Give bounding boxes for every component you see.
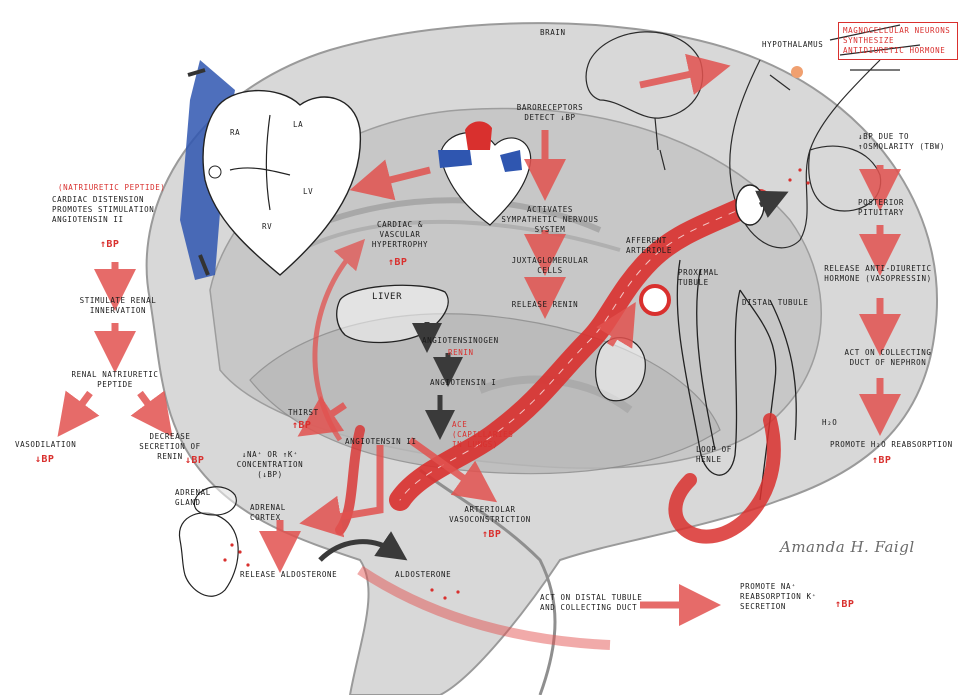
label-stimulate-renal: STIMULATE RENAL INNERVATION (58, 296, 178, 316)
label-hypothalamus: HYPOTHALAMUS (762, 40, 823, 50)
label-thirst-bp: ↑BP (292, 421, 311, 431)
label-distal: DISTAL TUBULE (742, 298, 822, 308)
hypothalamus-note-box: MAGNOCELLULAR NEURONS SYNTHESIZE ANTIDIU… (838, 22, 958, 60)
label-afferent: AFFERENT ARTERIOLE (626, 236, 686, 256)
label-bp-up-adh: ↑BP (872, 456, 891, 466)
label-anp-bp: ↑BP (100, 240, 119, 250)
label-activates-sns: ACTIVATES SYMPATHETIC NERVOUS SYSTEM (500, 205, 600, 235)
label-bp-drop-osmolarity: ↓BP DUE TO ↑OSMOLARITY (TBW) (858, 132, 948, 152)
label-arteriolar: ARTERIOLAR VASOCONSTRICTION (440, 505, 540, 525)
label-thirst: THIRST (288, 408, 319, 418)
heart-label-rv: RV (262, 222, 272, 232)
label-angiotensinogen: ANGIOTENSINOGEN (422, 336, 499, 346)
label-brain: BRAIN (540, 28, 566, 38)
label-vasodilation-bp: ↓BP (35, 455, 54, 465)
label-posterior-pituitary: POSTERIOR PITUITARY (858, 198, 938, 218)
label-liver: LIVER (372, 292, 402, 302)
label-angiotensin2: ANGIOTENSIN II (345, 437, 425, 447)
label-angiotensin1: ANGIOTENSIN I (430, 378, 497, 388)
label-anp-body: CARDIAC DISTENSION PROMOTES STIMULATION … (52, 195, 177, 225)
label-proximal: PROXIMAL TUBULE (678, 268, 738, 288)
label-arteriolar-bp: ↑BP (482, 530, 501, 540)
label-adrenal-cortex: ADRENAL CORTEX (250, 503, 310, 523)
label-anp-title: (NATRIURETIC PEPTIDE) (58, 183, 165, 193)
label-cardiac-vascular: CARDIAC & VASCULAR HYPERTROPHY (355, 220, 445, 250)
label-release-adh: RELEASE ANTI-DIURETIC HORMONE (VASOPRESS… (818, 264, 938, 284)
label-renal-natriuretic: RENAL NATRIURETIC PEPTIDE (60, 370, 170, 390)
label-juxtaglomerular: JUXTAGLOMERULAR CELLS (500, 256, 600, 276)
label-hypothalamus-note: MAGNOCELLULAR NEURONS SYNTHESIZE ANTIDIU… (843, 26, 953, 56)
label-vasodilation: VASODILATION (15, 440, 76, 450)
label-act-collecting: ACT ON COLLECTING DUCT OF NEPHRON (838, 348, 938, 368)
heart-label-la: LA (293, 120, 303, 130)
label-na-k: ↓Na⁺ OR ↑K⁺ CONCENTRATION (↓BP) (225, 450, 315, 480)
label-adrenal-gland: ADRENAL GLAND (175, 488, 235, 508)
label-act-distal: ACT ON DISTAL TUBULE AND COLLECTING DUCT (540, 593, 655, 613)
label-aldosterone: ALDOSTERONE (395, 570, 451, 580)
label-loop-henle: LOOP OF HENLE (696, 445, 746, 465)
label-promote-na: PROMOTE NA⁺ REABSORPTION K⁺ SECRETION (740, 582, 850, 612)
label-ace: ACE (CAPILLARIES IN LUNGS) (452, 420, 522, 450)
label-renin-small: RENIN (448, 348, 474, 358)
label-release-renin: RELEASE RENIN (495, 300, 595, 310)
label-promote-na-bp: ↑BP (835, 600, 854, 610)
label-promote-h2o: PROMOTE H₂O REABSORPTION (830, 440, 960, 450)
artist-signature: Amanda H. Faigl (780, 538, 915, 556)
heart-label-lv: LV (303, 187, 313, 197)
heart-label-ra: RA (230, 128, 240, 138)
label-release-aldosterone: RELEASE ALDOSTERONE (240, 570, 337, 580)
label-decrease-renin-bp: ↓BP (185, 456, 204, 466)
label-baroreceptors: BARORECEPTORS DETECT ↓BP (505, 103, 595, 123)
label-cardiac-bp: ↑BP (388, 258, 407, 268)
label-h2o: H₂O (822, 418, 837, 428)
